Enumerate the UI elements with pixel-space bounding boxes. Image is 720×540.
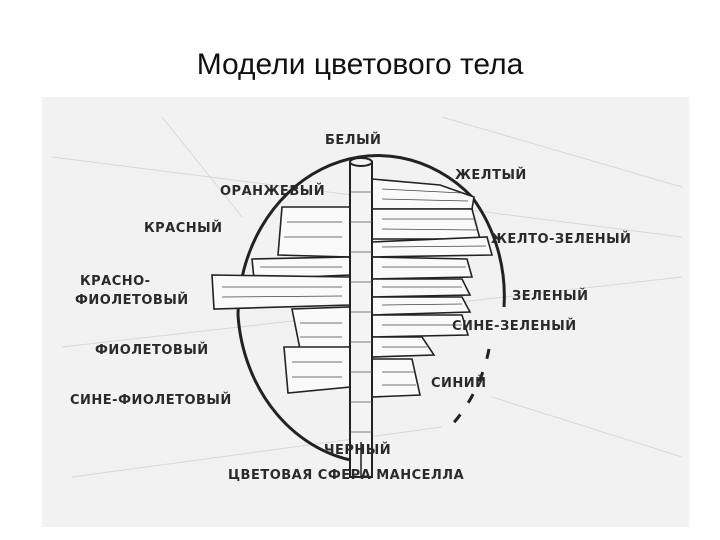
munsell-diagram: БЕЛЫЙ ЖЕЛТЫЙ ОРАНЖЕВЫЙ КРАСНЫЙ ЖЕЛТО-ЗЕЛ… xyxy=(51,116,683,483)
label-blue-green: СИНЕ-ЗЕЛЕНЫЙ xyxy=(452,318,577,334)
label-orange: ОРАНЖЕВЫЙ xyxy=(220,183,325,199)
label-green: ЗЕЛЕНЫЙ xyxy=(512,288,589,304)
label-red: КРАСНЫЙ xyxy=(144,220,223,236)
label-red-violet-line1: КРАСНО- xyxy=(80,274,151,289)
leaf-green xyxy=(371,256,474,280)
label-red-violet-line2: ФИОЛЕТОВЫЙ xyxy=(75,292,189,308)
slide-title: Модели цветового тела xyxy=(196,48,524,81)
label-white: БЕЛЫЙ xyxy=(325,132,381,148)
label-violet: ФИОЛЕТОВЫЙ xyxy=(95,342,209,358)
leaf-blue-violet xyxy=(283,346,351,394)
leaf-blue-green xyxy=(371,296,472,316)
leaf-blue-lower xyxy=(371,358,421,398)
leaf-green-lower xyxy=(371,278,472,298)
leaf-hatching xyxy=(221,188,487,386)
leaf-red-violet xyxy=(211,274,351,310)
hue-leaves xyxy=(211,178,494,398)
sphere-outline-dashed xyxy=(448,348,491,429)
sphere-outline-bottom xyxy=(236,314,363,464)
label-blue: СИНИЙ xyxy=(431,375,487,391)
leaf-yellow-green-face xyxy=(371,208,482,240)
munsell-figure: БЕЛЫЙ ЖЕЛТЫЙ ОРАНЖЕВЫЙ КРАСНЫЙ ЖЕЛТО-ЗЕЛ… xyxy=(42,97,689,527)
label-black: ЧЕРНЫЙ xyxy=(324,442,391,458)
leaf-orange xyxy=(277,206,351,258)
sphere-outline-right xyxy=(470,196,506,308)
figure-caption: ЦВЕТОВАЯ СФЕРА МАНСЕЛЛА xyxy=(228,468,464,483)
label-yellow-green: ЖЕЛТО-ЗЕЛЕНЫЙ xyxy=(491,231,631,247)
neutral-axis xyxy=(349,157,373,478)
leaf-violet xyxy=(291,306,351,350)
sphere-outline-left xyxy=(236,154,474,316)
label-blue-violet: СИНЕ-ФИОЛЕТОВЫЙ xyxy=(70,392,232,408)
label-yellow: ЖЕЛТЫЙ xyxy=(455,167,527,183)
